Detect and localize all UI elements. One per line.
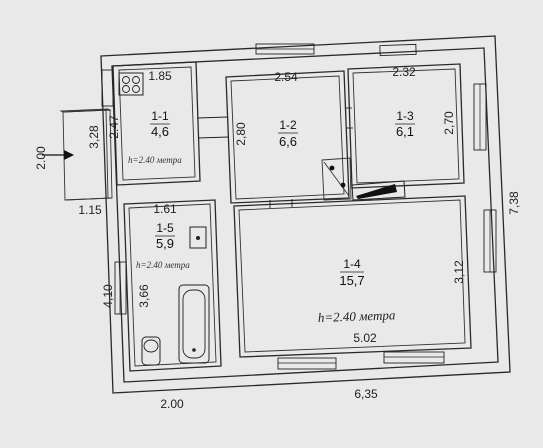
room-1-5-id: 1-5 [156,221,174,235]
dim-3-66: 3,66 [137,284,151,308]
dim-4-10: 4,10 [101,284,115,308]
windows [101,43,497,370]
height-note-1-5: h=2.40 метра [136,260,190,270]
dim-7-38: 7,38 [507,191,521,215]
room-1-2-area: 6,6 [279,134,297,149]
room-1-3 [347,63,465,189]
bathtub-icon [178,284,210,364]
room-1-4 [233,195,472,358]
dim-2-47: 2.47 [107,115,121,139]
room-1-5-area: 5,9 [156,236,174,251]
arrow-icon [42,150,74,160]
dim-5-02: 5.02 [353,331,377,345]
dim-2-54: 2.54 [274,70,298,84]
stair-icon [321,157,406,201]
room-1-4-area: 15,7 [339,273,364,288]
room-1-3-area: 6,1 [396,124,414,139]
stove-icon [118,72,144,96]
toilet-icon [141,336,161,366]
height-note-1-4: h=2.40 метра [318,307,397,325]
room-1-4-id: 1-4 [343,257,361,271]
room-1-2 [225,70,350,204]
dim-1-85: 1.85 [148,69,172,83]
room-1-2-id: 1-2 [279,118,297,132]
room-1-1-id: 1-1 [151,109,169,123]
dim-3-12: 3,12 [452,260,466,284]
dim-1-61: 1.61 [153,202,177,216]
dim-2-32: 2.32 [392,65,416,79]
height-note-1-1: h=2.40 метра [128,155,182,165]
dim-2-80: 2,80 [234,122,248,146]
room-1-5 [123,199,222,372]
entrance-porch [59,108,113,201]
room-1-3-id: 1-3 [396,109,414,123]
dim-3-28: 3,28 [87,125,101,149]
dim-1-15: 1.15 [78,203,102,217]
dim-2-00-left: 2.00 [34,146,48,170]
dim-2-70: 2,70 [442,111,456,135]
sink-icon [189,226,207,249]
dim-2-00-bottom: 2.00 [160,397,184,411]
room-1-1-area: 4,6 [151,124,169,139]
room-1-1 [112,61,201,186]
dim-6-35: 6,35 [354,387,378,401]
